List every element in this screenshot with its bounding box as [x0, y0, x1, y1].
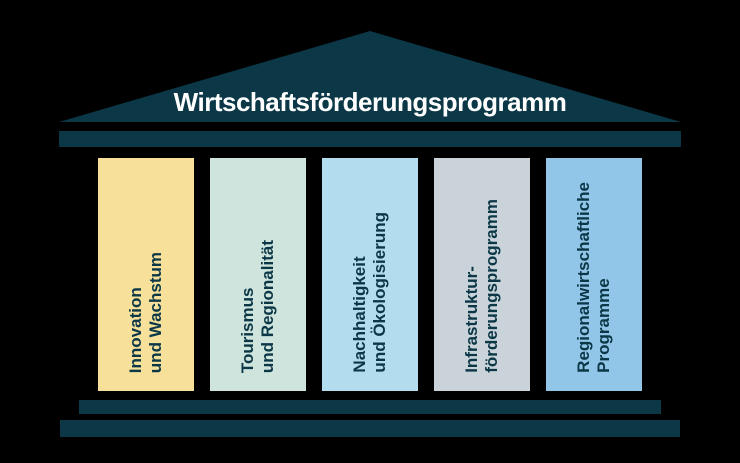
- pillar-label-line2: und Ökologisierung: [370, 212, 389, 373]
- pillar-label-line1: Infrastruktur-: [462, 266, 481, 373]
- pillar-infrastrukturfoerderungsprogramm: Infrastruktur- förderungsprogramm: [434, 158, 530, 391]
- pillar-regionalwirtschaftliche-programme: Regionalwirtschaftliche Programme: [546, 158, 642, 391]
- pillar-label-line1: Regionalwirtschaftliche: [574, 182, 593, 373]
- pillar-innovation-und-wachstum: Innovation und Wachstum: [98, 158, 194, 391]
- pillar-label-line2: förderungsprogramm: [482, 199, 501, 373]
- pillar-label-line2: Programme: [594, 278, 613, 373]
- diagram-title: Wirtschaftsförderungsprogramm: [173, 87, 567, 117]
- pillar-nachhaltigkeit-und-oekologisierung: Nachhaltigkeit und Ökologisierung: [322, 158, 418, 391]
- pillar-label: Infrastruktur- förderungsprogramm: [462, 199, 502, 373]
- pillar-label: Innovation und Wachstum: [126, 252, 166, 373]
- pillar-label: Regionalwirtschaftliche Programme: [574, 182, 614, 373]
- pillar-label: Nachhaltigkeit und Ökologisierung: [350, 212, 390, 373]
- base-step-lower: [60, 420, 680, 437]
- architrave-bar: [59, 131, 681, 147]
- pillar-label: Tourismus und Regionalität: [238, 240, 278, 373]
- pillar-label-line1: Tourismus: [238, 287, 257, 373]
- pillar-tourismus-und-regionalitaet: Tourismus und Regionalität: [210, 158, 306, 391]
- pillar-label-line1: Nachhaltigkeit: [350, 256, 369, 373]
- base-step-upper: [79, 400, 661, 414]
- pillar-label-line2: und Regionalität: [258, 239, 277, 373]
- pillar-label-line1: Innovation: [126, 287, 145, 373]
- pillar-label-line2: und Wachstum: [146, 251, 165, 373]
- roof-pediment: Wirtschaftsförderungsprogramm: [59, 31, 681, 122]
